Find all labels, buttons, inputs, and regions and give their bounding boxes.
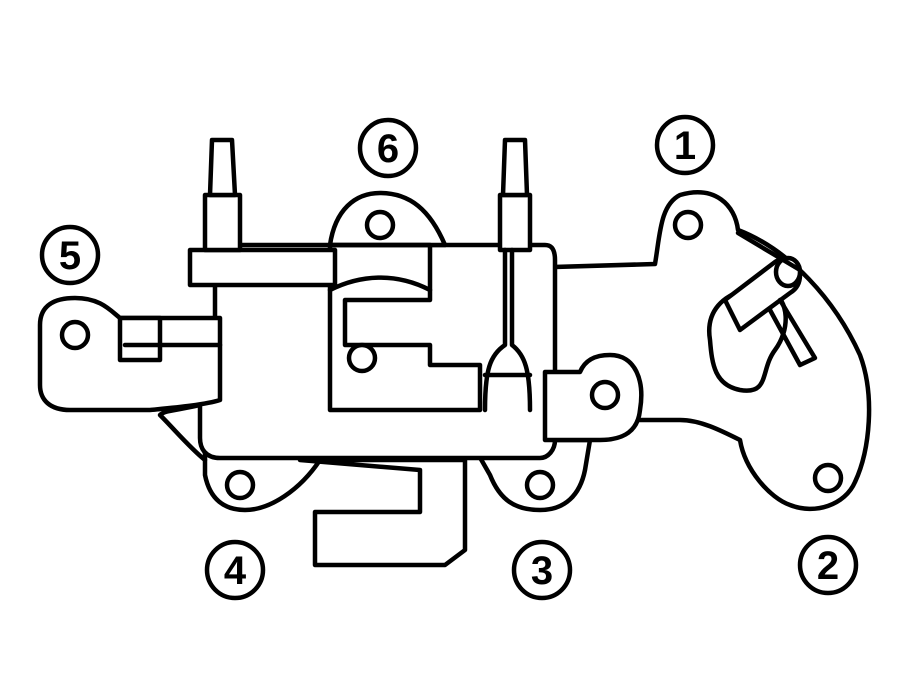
callout-1: 1 bbox=[654, 114, 716, 176]
top-rail bbox=[187, 247, 338, 288]
bolt-hole-5 bbox=[59, 319, 91, 351]
right-stud bbox=[482, 137, 533, 413]
bolt-hole-3 bbox=[524, 469, 556, 501]
callout-5: 5 bbox=[39, 224, 101, 286]
bolt-holes bbox=[59, 209, 844, 501]
callout-6: 6 bbox=[357, 117, 419, 179]
callout-5-label: 5 bbox=[59, 234, 81, 278]
bolt-hole-6 bbox=[364, 209, 396, 241]
callout-3-label: 3 bbox=[531, 549, 553, 593]
bolt-hole-4 bbox=[224, 469, 256, 501]
bolt-hole-2 bbox=[812, 462, 844, 494]
callout-2-label: 2 bbox=[817, 544, 839, 588]
left-stud bbox=[202, 137, 243, 253]
lower-duct bbox=[297, 457, 468, 568]
callout-2: 2 bbox=[797, 534, 859, 596]
bolt-hole-right bbox=[589, 379, 621, 411]
bolt-hole-center bbox=[346, 342, 378, 374]
left-inlet bbox=[37, 295, 223, 413]
pipe-sensor bbox=[722, 230, 818, 368]
bolt-hole-1 bbox=[672, 209, 704, 241]
callout-6-label: 6 bbox=[377, 127, 399, 171]
callout-3: 3 bbox=[511, 539, 573, 601]
callout-4-label: 4 bbox=[224, 549, 247, 593]
callout-1-label: 1 bbox=[674, 124, 696, 168]
callout-4: 4 bbox=[204, 539, 266, 601]
